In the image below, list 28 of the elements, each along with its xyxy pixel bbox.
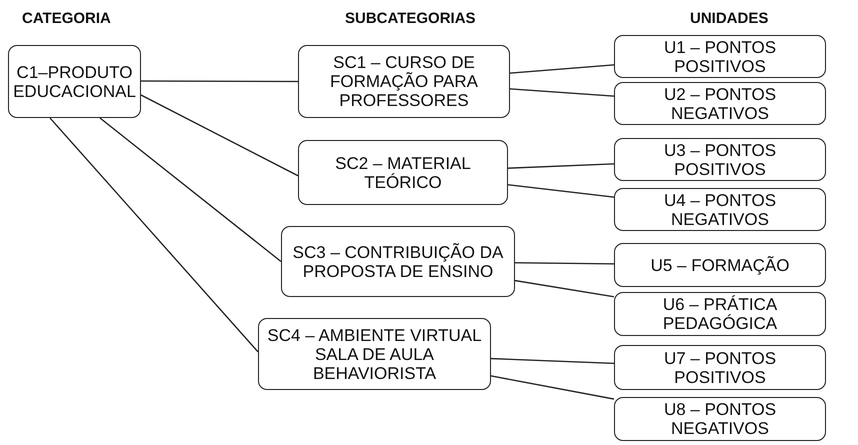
unit-box: U5 – FORMAÇÃO (614, 243, 826, 287)
connector-line (510, 88, 614, 97)
subcategory-box: SC1 – CURSO DE FORMAÇÃO PARA PROFESSORES (298, 45, 510, 118)
connector-line (141, 80, 298, 82)
subcategory-box: SC2 – MATERIAL TEÓRICO (298, 140, 508, 205)
connector-line (490, 358, 614, 364)
connector-line (140, 94, 298, 176)
category-box: C1–PRODUTO EDUCACIONAL (8, 45, 141, 118)
subcategory-box: SC3 – CONTRIBUIÇÃO DA PROPOSTA DE ENSINO (281, 226, 515, 297)
connector-line (510, 64, 614, 74)
connector-line (508, 184, 614, 198)
column-heading: SUBCATEGORIAS (345, 10, 476, 27)
unit-box: U6 – PRÁTICA PEDAGÓGICA (614, 292, 826, 336)
subcategory-box: SC4 – AMBIENTE VIRTUAL SALA DE AULA BEHAVIORISTA (258, 318, 491, 390)
unit-box: U2 – PONTOS NEGATIVOS (614, 82, 826, 125)
column-heading: UNIDADES (690, 10, 768, 27)
column-heading: CATEGORIA (22, 10, 111, 27)
connector-line (100, 118, 282, 262)
connector-line (514, 280, 614, 298)
connector-line (508, 163, 614, 169)
unit-box: U1 – PONTOS POSITIVOS (614, 35, 826, 78)
connector-line (515, 262, 614, 264)
unit-box: U8 – PONTOS NEGATIVOS (614, 397, 826, 441)
unit-box: U7 – PONTOS POSITIVOS (614, 345, 826, 390)
connector-line (50, 118, 258, 352)
connector-line (490, 375, 614, 400)
unit-box: U3 – PONTOS POSITIVOS (614, 138, 826, 181)
unit-box: U4 – PONTOS NEGATIVOS (614, 188, 826, 231)
